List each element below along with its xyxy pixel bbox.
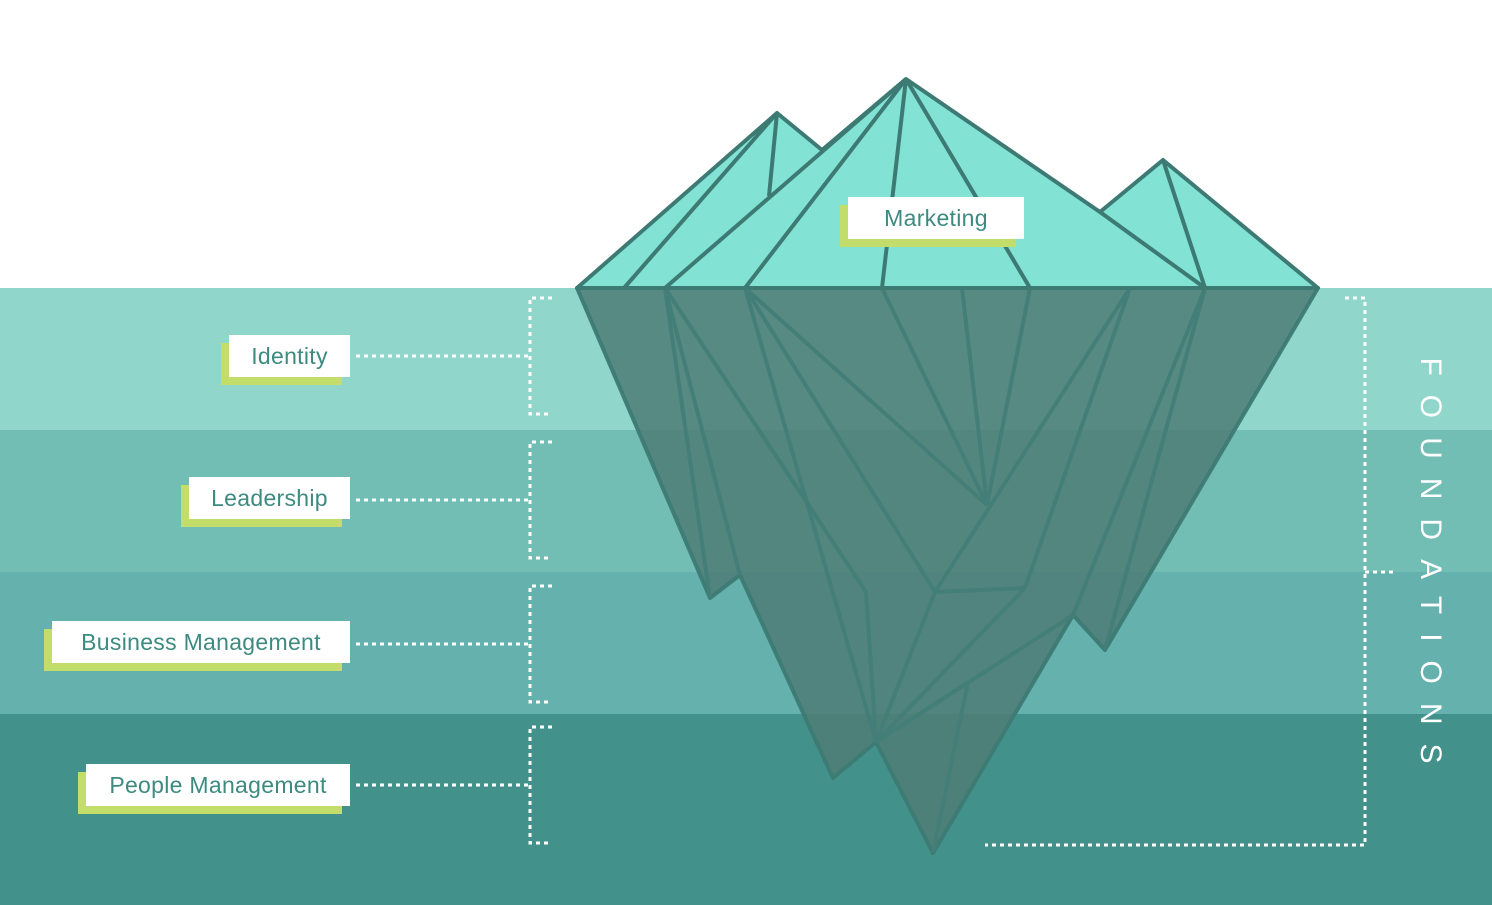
label-text: Business Management: [52, 621, 350, 663]
iceberg-underwater: [575, 286, 1320, 855]
foundations-label: FOUNDATIONS: [1410, 350, 1450, 790]
label-text: Marketing: [848, 197, 1024, 239]
foundations-text: FOUNDATIONS: [1414, 357, 1447, 783]
label-leadership: Leadership: [181, 477, 350, 527]
label-people-management: People Management: [78, 764, 350, 814]
label-marketing: Marketing: [840, 197, 1024, 247]
label-text: Identity: [229, 335, 350, 377]
bracket-connectors: [356, 296, 1394, 847]
label-text: People Management: [86, 764, 350, 806]
label-text: Leadership: [189, 477, 350, 519]
label-business-management: Business Management: [44, 621, 350, 671]
iceberg-top: [575, 77, 1320, 290]
label-identity: Identity: [221, 335, 350, 385]
